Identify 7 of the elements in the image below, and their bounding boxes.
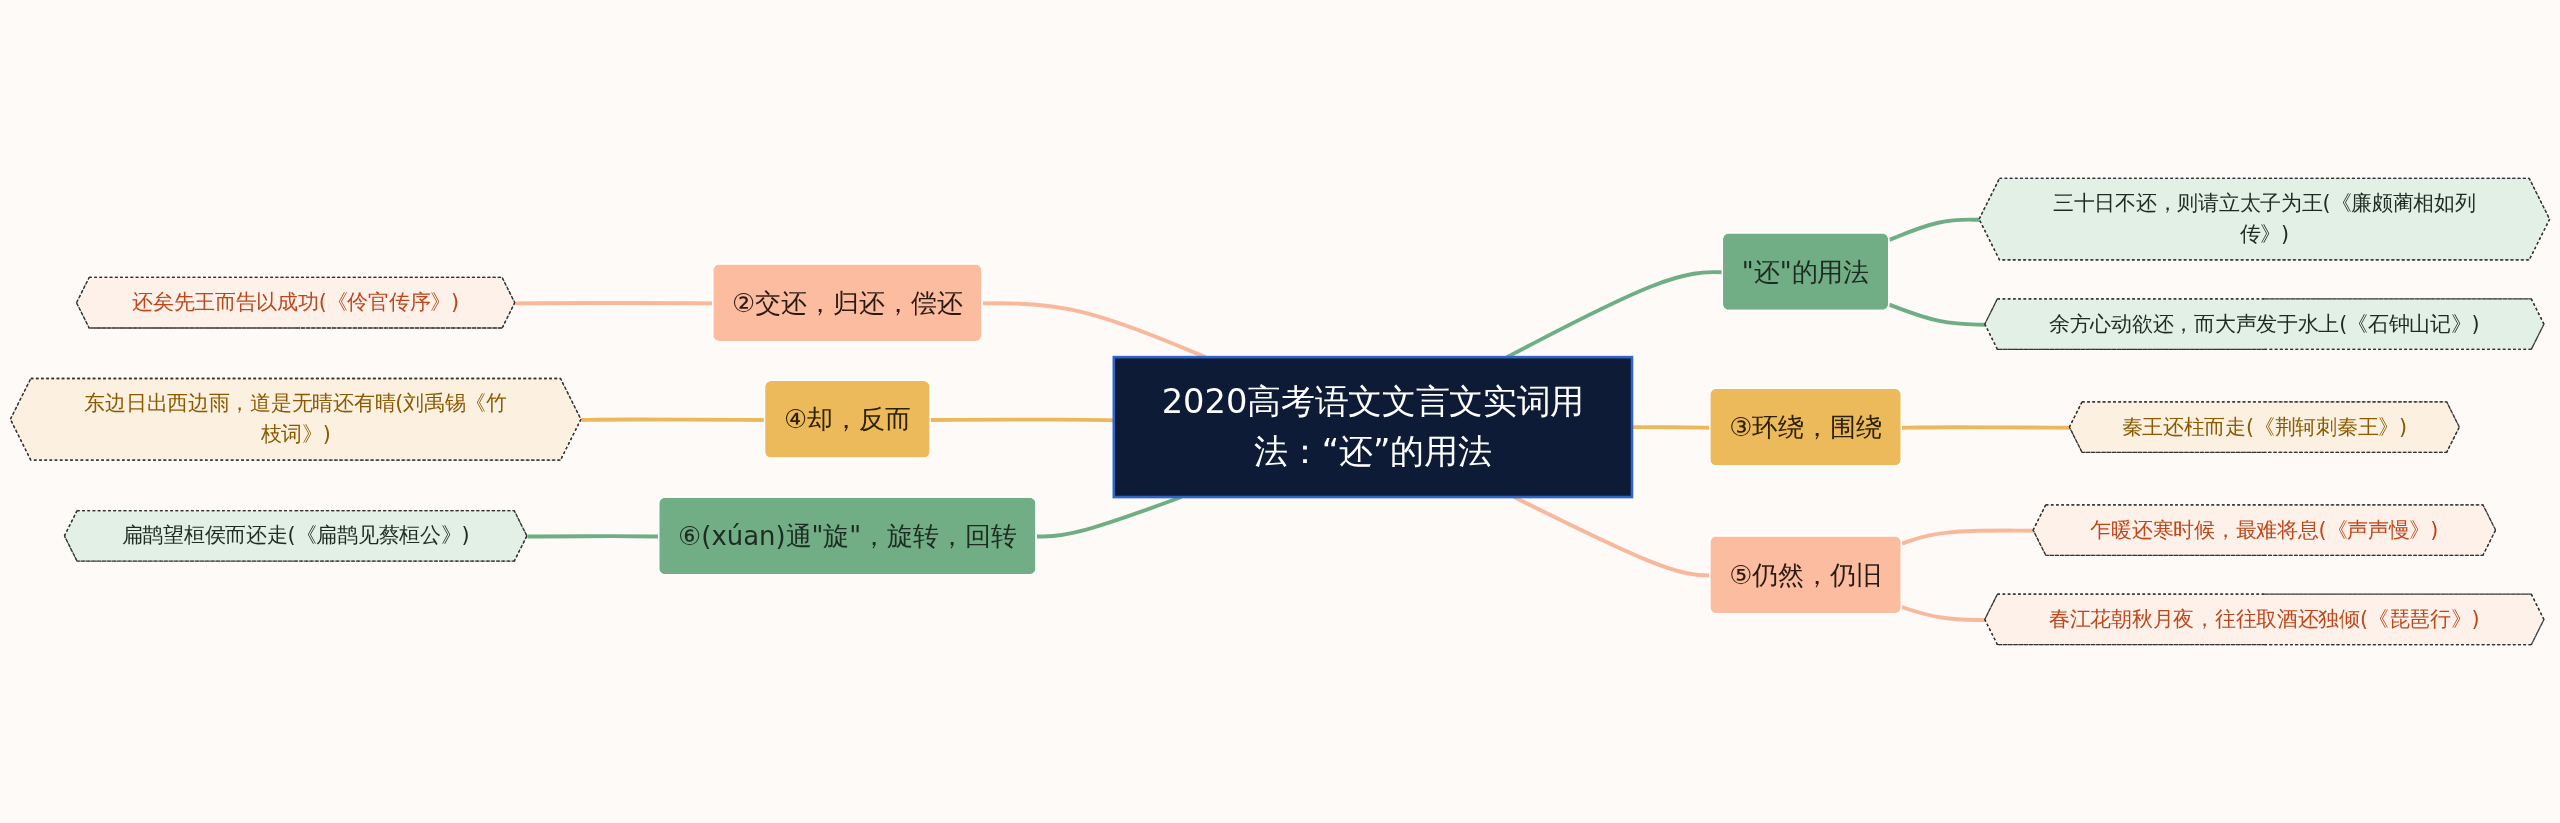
connector: [1888, 217, 1980, 242]
connector: [1901, 605, 1986, 622]
connector: [1902, 425, 2071, 430]
node-box: 2020高考语文文言文实词用法：“还”的用法: [1112, 355, 1634, 499]
connector: [1901, 528, 2034, 546]
connector: [930, 417, 1114, 423]
connector: [1888, 302, 1986, 327]
